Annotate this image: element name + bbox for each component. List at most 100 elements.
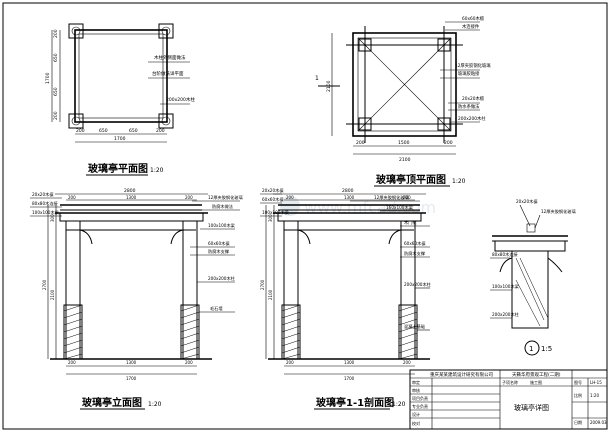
roof-dim-bottom-3: 200 bbox=[444, 140, 453, 146]
tb-row-4: 专业负责 bbox=[412, 403, 428, 409]
sect-callout-left-2: 60x60木檩 bbox=[262, 196, 284, 203]
tb-company: 重庆某某建筑设计研究有限公司 bbox=[430, 371, 493, 378]
sect-dim-top2-3: 200 bbox=[403, 195, 411, 200]
plan-dim-left-4: 200 bbox=[53, 111, 59, 120]
elev-callout-left-3: 100x100木梁 bbox=[32, 209, 60, 216]
plan-dim-bottom-4: 200 bbox=[156, 128, 165, 134]
detail-callout-5: 200x200木柱 bbox=[492, 311, 520, 318]
roof-plan-view: 1 60x60木檩 木连接件 12厚夹胶钢化玻璃 玻璃胶粘接 20x20木檩 防… bbox=[315, 15, 491, 187]
sect-dim-bottom-3: 200 bbox=[403, 360, 411, 365]
tb-drawing-title: 玻璃亭详图 bbox=[514, 403, 549, 412]
plan-view: 木柱外侧面做法 台阶做法详平面 200x200木柱 200 650 650 20… bbox=[45, 23, 195, 176]
sect-dim-left-total: 2700 bbox=[260, 279, 265, 290]
sect-dim-left-1: 300 bbox=[268, 214, 273, 222]
elev-stone-base-left bbox=[63, 304, 83, 360]
roof-callout-2: 木连接件 bbox=[462, 23, 480, 30]
section-scale: 1:20 bbox=[392, 401, 406, 408]
roof-dim-total: 2100 bbox=[399, 157, 411, 163]
elev-left-post bbox=[65, 220, 81, 360]
tb-row-3: 项目负责 bbox=[412, 395, 428, 401]
roof-callout-1: 60x60木檩 bbox=[462, 15, 485, 22]
roof-dim-bottom-1: 200 bbox=[356, 140, 365, 146]
tb-row-5: 设计 bbox=[412, 411, 420, 417]
sect-callout-right-5: 防腐木支撑 bbox=[404, 250, 426, 257]
elev-callout-right-7: 毛石墙 bbox=[210, 305, 223, 312]
roof-title: 玻璃亭顶平面图 bbox=[376, 173, 446, 186]
section-title: 玻璃亭1-1剖面图 bbox=[316, 396, 394, 409]
elev-dim-top: 2800 bbox=[124, 188, 136, 194]
sect-left-post bbox=[283, 220, 299, 360]
sect-dim-top2-2: 1300 bbox=[344, 195, 355, 200]
roof-scale: 1:20 bbox=[452, 178, 466, 185]
elev-dim-top2-1: 200 bbox=[68, 195, 76, 200]
title-block: 重庆某某建筑设计研究有限公司 天籁华府景观工程(二期) 审定 审核 项目负责 专… bbox=[409, 369, 608, 430]
plan-outline bbox=[74, 29, 168, 123]
sect-callout-right-3: 木门框 bbox=[404, 219, 417, 226]
sect-dim-top: 2800 bbox=[342, 188, 354, 194]
sect-stone-base-right bbox=[398, 304, 418, 360]
elev-dim-bottom-2: 1300 bbox=[126, 360, 137, 365]
sect-callout-right-7: 混凝土基础 bbox=[404, 323, 425, 330]
elev-callout-right-4: 60x60木檩 bbox=[208, 240, 230, 247]
sect-callout-left-1: 20x20木檩 bbox=[262, 187, 284, 194]
roof-callout-3: 12厚夹胶钢化玻璃 bbox=[455, 62, 491, 69]
elev-callout-right-6: 200x200木柱 bbox=[208, 275, 236, 282]
tb-row-2: 审核 bbox=[412, 387, 420, 393]
tb-stage-label: 子项名称 bbox=[502, 379, 518, 385]
roof-outline bbox=[352, 32, 457, 137]
elev-callout-right-2: 防腐木做法 bbox=[212, 203, 233, 210]
plan-dim-bottom-1: 200 bbox=[76, 128, 85, 134]
plan-scale: 1:20 bbox=[150, 167, 164, 174]
plan-callout-2: 台阶做法详平面 bbox=[152, 70, 184, 77]
elevation-title: 玻璃亭立面图 bbox=[82, 396, 142, 409]
tb-date-label: 日期 bbox=[574, 419, 582, 425]
elev-dim-top2-3: 200 bbox=[185, 195, 193, 200]
elev-callout-right-1: 12厚夹胶钢化玻璃 bbox=[208, 194, 243, 201]
plan-callout-3: 200x200木柱 bbox=[166, 96, 195, 103]
sect-dim-bottom-2: 1300 bbox=[344, 360, 355, 365]
sect-dim-bottom-1: 200 bbox=[286, 360, 294, 365]
sect-callout-right-1: 12厚夹胶钢化玻璃 bbox=[374, 194, 409, 201]
elev-callout-left-2: 80x80木连接 bbox=[32, 200, 59, 207]
sheet-border bbox=[2, 2, 608, 430]
elev-right-post bbox=[182, 220, 198, 360]
plan-dim-bottom-2: 650 bbox=[99, 128, 108, 134]
elev-dim-left-1: 300 bbox=[50, 214, 55, 222]
detail-callout-2: 12厚夹胶钢化玻璃 bbox=[541, 208, 576, 215]
plan-dim-left-3: 650 bbox=[53, 87, 59, 96]
tb-stage-value: 施工图 bbox=[530, 379, 542, 385]
plan-dim-left-1: 200 bbox=[53, 29, 59, 38]
tb-row-6: 校对 bbox=[412, 420, 420, 426]
detail-callout-1: 20x20木檩 bbox=[516, 198, 538, 205]
elev-dim-bottom-total: 1700 bbox=[126, 376, 137, 381]
sect-callout-right-4: 60x60木檩 bbox=[404, 240, 426, 247]
sect-callout-left-3: 100x100木梁 bbox=[262, 209, 290, 216]
tb-scale-label: 比例 bbox=[574, 392, 582, 398]
elev-callout-right-5: 防腐木支撑 bbox=[208, 248, 230, 255]
tb-project: 天籁华府景观工程(二期) bbox=[512, 371, 561, 378]
detail-scale: 1:5 bbox=[541, 345, 552, 353]
plan-dim-left-2: 650 bbox=[53, 53, 59, 62]
sect-dim-left-2: 2100 bbox=[268, 289, 273, 300]
detail-callout-3: 80x80木连接 bbox=[492, 251, 519, 258]
tb-sheet-no: LH-15 bbox=[590, 380, 602, 385]
elev-dim-left-total: 2700 bbox=[42, 279, 47, 290]
plan-dim-bottom-3: 650 bbox=[129, 128, 138, 134]
sect-stone-base-left bbox=[281, 304, 301, 360]
tb-scale-value: 1:20 bbox=[590, 393, 599, 398]
plan-corner-posts bbox=[68, 23, 174, 129]
roof-dim-bottom-2: 1500 bbox=[398, 140, 410, 146]
sect-callout-right-2: 160x100木梁 bbox=[386, 204, 414, 211]
plan-dim-left-total: 1700 bbox=[45, 72, 51, 84]
detail-post bbox=[511, 250, 549, 329]
roof-callout-4: 玻璃胶粘接 bbox=[458, 70, 480, 77]
elev-dim-top2-2: 1300 bbox=[126, 195, 137, 200]
elevation-scale: 1:20 bbox=[148, 401, 162, 408]
detail-index-circle bbox=[524, 340, 540, 356]
elev-dim-bottom-1: 200 bbox=[68, 360, 76, 365]
elev-callout-right-3: 100x100木梁 bbox=[208, 222, 236, 229]
elev-dim-bottom-3: 200 bbox=[185, 360, 193, 365]
elev-stone-base-right bbox=[180, 304, 200, 360]
